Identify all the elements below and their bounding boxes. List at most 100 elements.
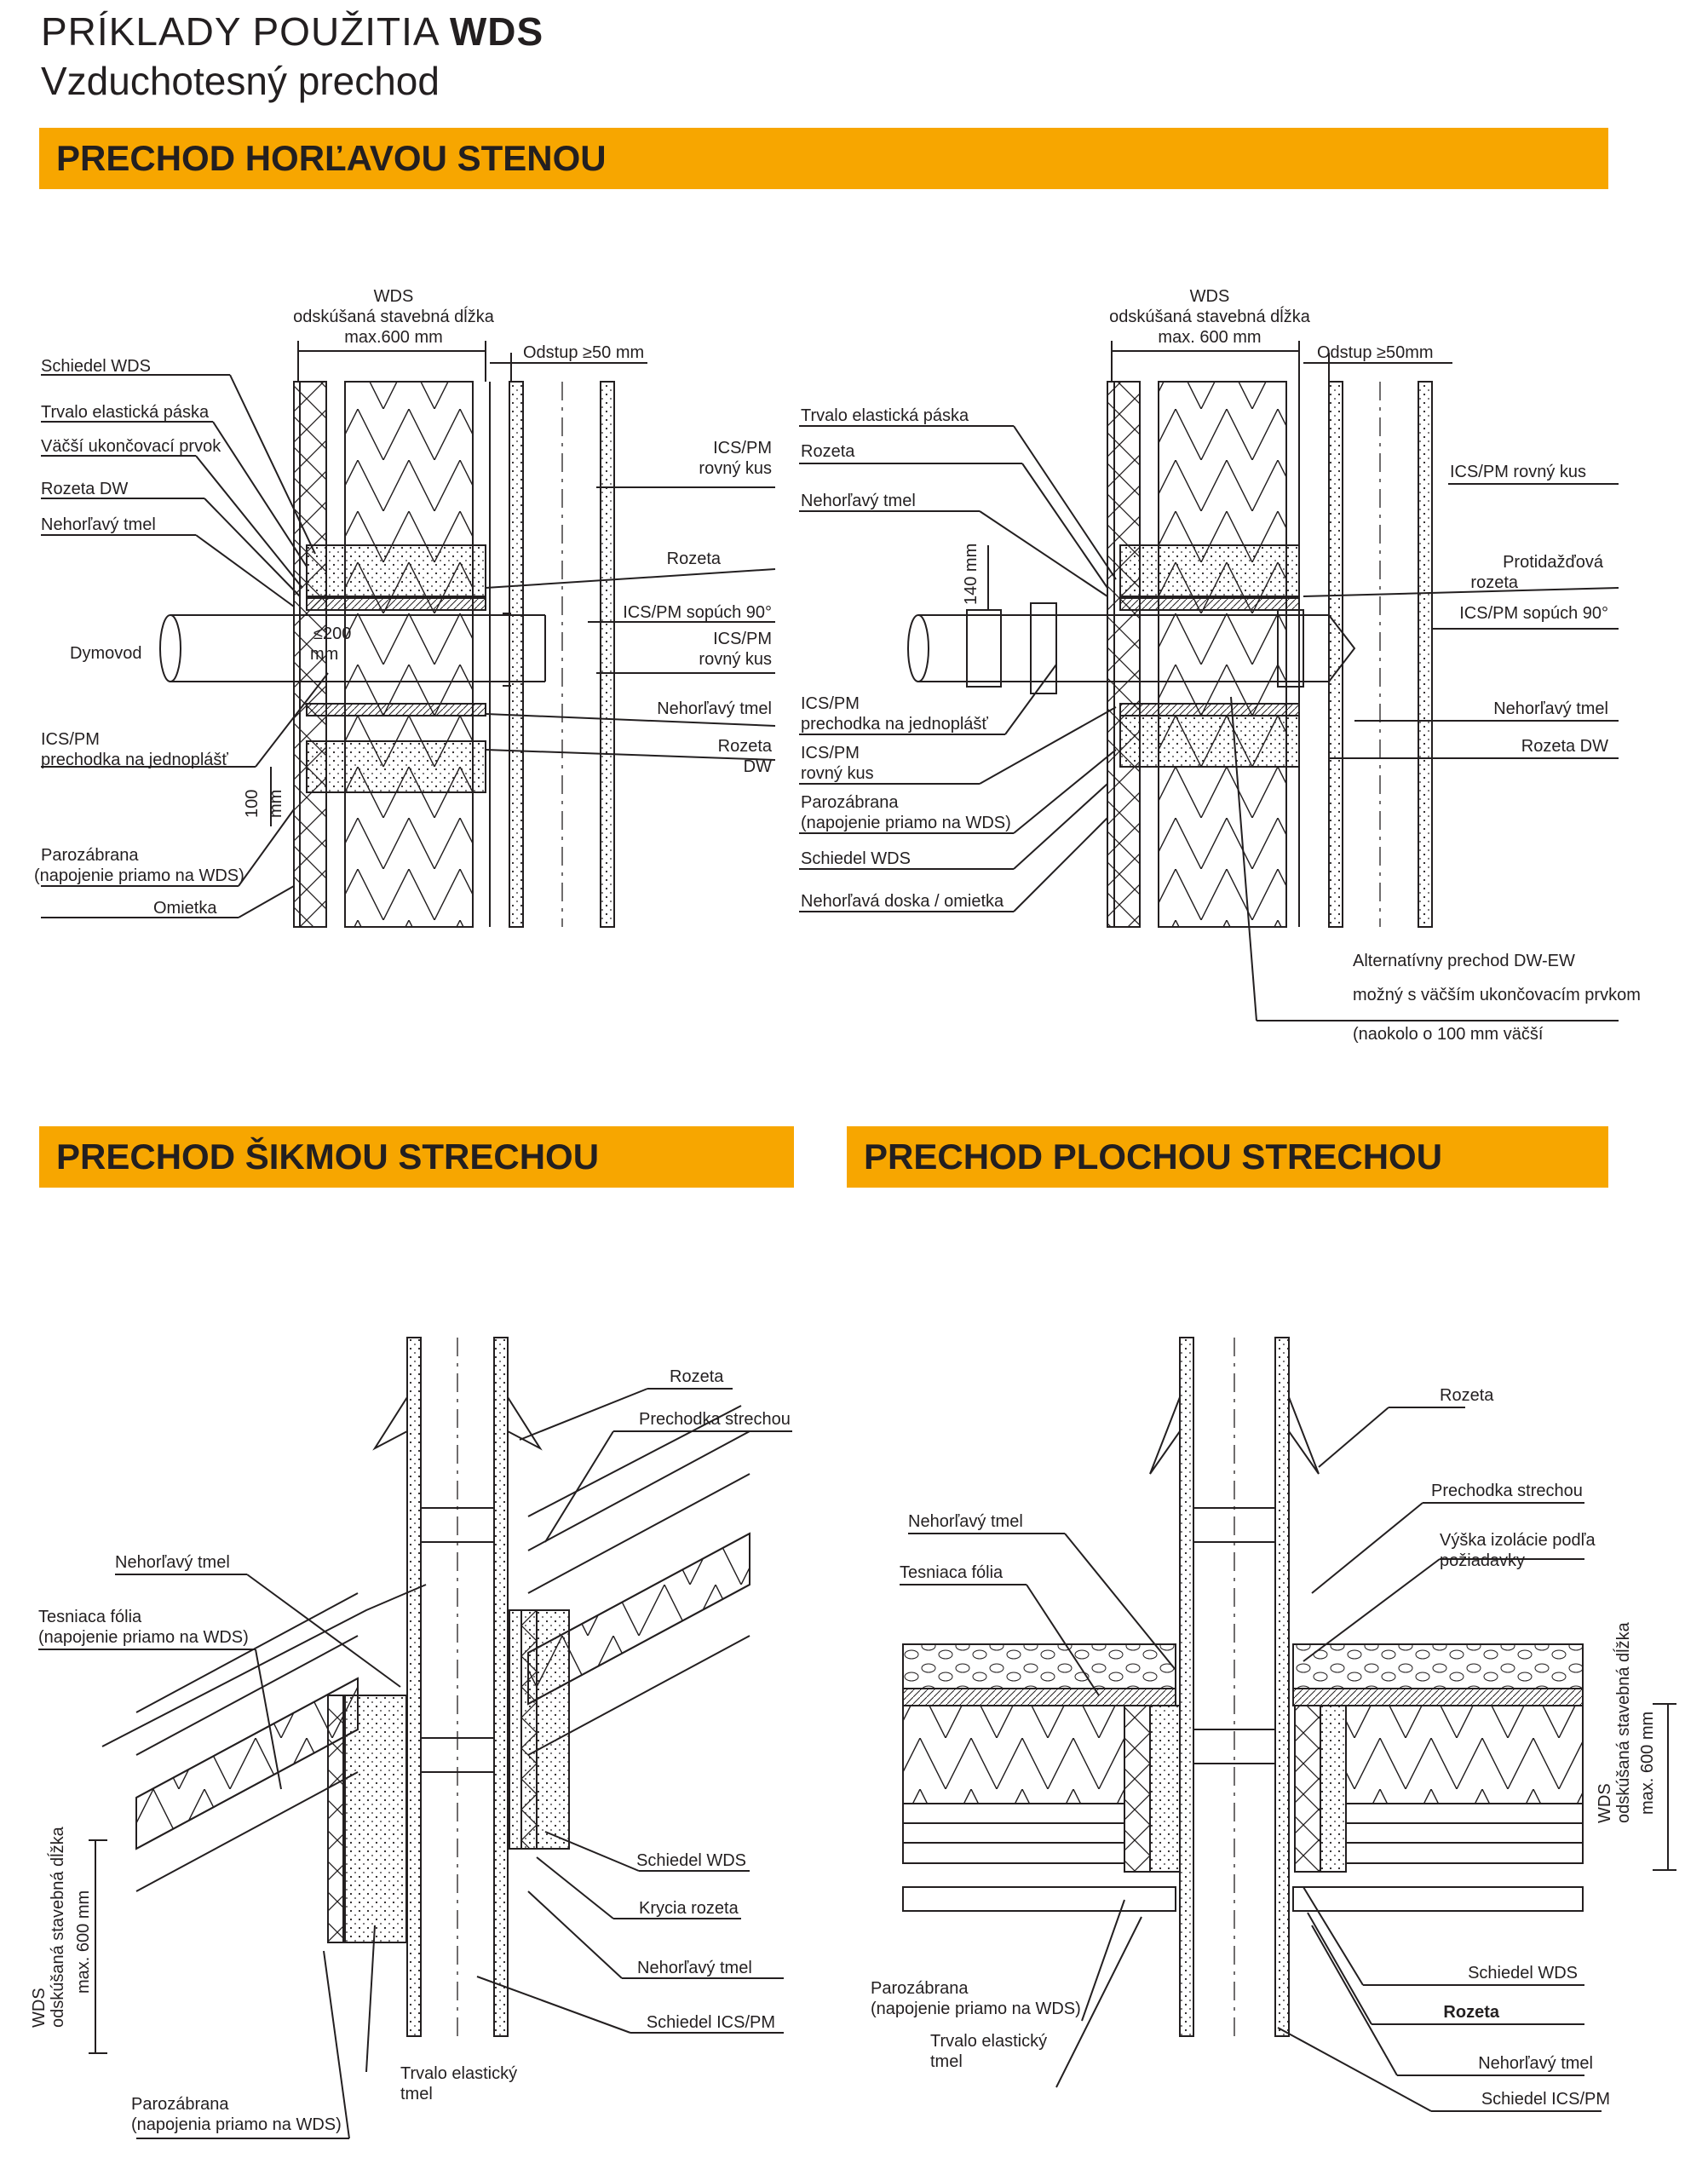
d4-label-trvalo: Trvalo elastický — [930, 2032, 1047, 2051]
d4-label-rozeta-2: Rozeta — [1443, 2003, 1499, 2022]
d3-label-prechodka: Prechodka strechou — [639, 1410, 791, 1429]
d1-label-rozeta-dw-2: Rozeta — [718, 737, 773, 756]
d1-label-rovny2: ICS/PM — [713, 630, 772, 648]
d2-label-odstup: Odstup ≥50mm — [1317, 343, 1434, 362]
d3-label-rozeta: Rozeta — [670, 1367, 724, 1386]
page-subtitle: Vzduchotesný prechod — [41, 59, 440, 103]
d3-label-wds-length: odskúšaná stavebná dĺžka — [47, 1826, 67, 2028]
d3-label-trvalo-2: tmel — [400, 2085, 433, 2103]
d4-label-schiedel-wds: Schiedel WDS — [1468, 1964, 1578, 1982]
d2-label-wds-length: odskúšaná stavebná dĺžka — [1109, 306, 1311, 326]
d2-label-alt-3: (naokolo o 100 mm väčší — [1353, 1025, 1544, 1044]
d2-label-parozabrana: Parozábrana — [801, 793, 899, 812]
d1-label-sopuch: ICS/PM sopúch 90° — [623, 603, 772, 622]
d4-label-wds: WDS — [1596, 1783, 1614, 1823]
diagram-wall-left — [41, 341, 776, 928]
d2-label-parozabrana-2: (napojenie priamo na WDS) — [801, 814, 1011, 832]
d1-label-rozeta-dw-2b: DW — [744, 757, 772, 776]
d2-label-rovny-2: rovný kus — [801, 764, 874, 783]
diagram-flat-roof-labels: Rozeta Prechodka strechou Nehorľavý tmel… — [871, 1386, 1657, 2109]
title-prefix: PRÍKLADY POUŽITIA — [41, 9, 439, 54]
d2-label-tmel-2: Nehorľavý tmel — [1493, 699, 1608, 718]
d4-label-rozeta: Rozeta — [1440, 1386, 1494, 1405]
d2-label-tmel: Nehorľavý tmel — [801, 492, 916, 510]
d3-label-wds: WDS — [30, 1988, 49, 2028]
d4-label-prechodka: Prechodka strechou — [1431, 1482, 1583, 1500]
d3-label-tesniaca: Tesniaca fólia — [38, 1608, 142, 1626]
d4-label-tmel-2: Nehorľavý tmel — [1478, 2054, 1593, 2073]
d2-label-schiedel-wds: Schiedel WDS — [801, 849, 911, 868]
section-band-wall: PRECHOD HORĽAVOU STENOU — [39, 128, 1608, 189]
d4-label-tmel: Nehorľavý tmel — [908, 1512, 1023, 1531]
diagram-wall-right — [799, 341, 1619, 1021]
d1-label-tmel: Nehorľavý tmel — [41, 515, 156, 534]
d3-label-parozabrana-2: (napojenia priamo na WDS) — [131, 2115, 342, 2134]
d2-label-ics-rovny: ICS/PM rovný kus — [1450, 463, 1586, 481]
d4-label-schiedel-ics: Schiedel ICS/PM — [1481, 2090, 1610, 2109]
d1-label-omietka: Omietka — [153, 899, 217, 918]
section-band-pitched: PRECHOD ŠIKMOU STRECHOU — [39, 1126, 794, 1188]
d4-label-parozabrana: Parozábrana — [871, 1979, 969, 1998]
d2-label-prechodka-2: prechodka na jednoplášť — [801, 715, 988, 734]
d1-label-parozabrana: Parozábrana — [41, 846, 139, 865]
d2-label-prechodka: ICS/PM — [801, 694, 860, 713]
section-title-pitched: PRECHOD ŠIKMOU STRECHOU — [56, 1137, 600, 1177]
d1-label-rovny: ICS/PM — [713, 439, 772, 457]
title-bold: WDS — [449, 9, 544, 54]
page-title: PRÍKLADY POUŽITIA WDS — [41, 9, 543, 55]
d1-label-dymovod: Dymovod — [70, 644, 141, 663]
d1-label-prechodka: ICS/PM — [41, 730, 100, 749]
d1-label-dim200: ≤200 — [313, 624, 351, 643]
d3-label-schiedel-ics: Schiedel ICS/PM — [647, 2013, 775, 2032]
d1-label-parozabrana-2: (napojenie priamo na WDS) — [34, 866, 244, 885]
d1-label-tmel-2: Nehorľavý tmel — [657, 699, 772, 718]
d2-label-rozeta: Rozeta — [801, 442, 855, 461]
d4-label-trvalo-2: tmel — [930, 2052, 963, 2071]
d1-label-paska: Trvalo elastická páska — [41, 403, 210, 422]
d2-label-protidazd-2: rozeta — [1470, 573, 1518, 592]
d3-label-tmel: Nehorľavý tmel — [115, 1553, 230, 1572]
d3-label-krycia: Krycia rozeta — [639, 1899, 739, 1918]
d4-label-vyska: Výška izolácie podľa — [1440, 1531, 1596, 1550]
d1-label-rozeta: Rozeta — [667, 550, 722, 568]
d4-label-tesniaca: Tesniaca fólia — [900, 1563, 1004, 1582]
d1-label-prechodka-2: prechodka na jednoplášť — [41, 751, 228, 769]
d1-label-wds: WDS — [374, 287, 414, 306]
d4-label-vyska-2: požiadavky — [1440, 1551, 1525, 1570]
d3-label-wds-max: max. 600 mm — [74, 1890, 93, 1994]
d1-label-wds-length: odskúšaná stavebná dĺžka — [293, 306, 495, 326]
d3-label-tesniaca-2: (napojenie priamo na WDS) — [38, 1628, 249, 1647]
d4-label-wds-length: odskúšaná stavebná dĺžka — [1613, 1621, 1633, 1823]
d1-label-rozeta-dw: Rozeta DW — [41, 480, 128, 498]
d2-label-wds-max: max. 600 mm — [1158, 328, 1261, 347]
d1-label-schiedel-wds: Schiedel WDS — [41, 357, 151, 376]
diagram-pitched-roof-labels: Rozeta Prechodka strechou Nehorľavý tmel… — [30, 1367, 791, 2134]
section-title-wall: PRECHOD HORĽAVOU STENOU — [56, 138, 607, 178]
d4-label-parozabrana-2: (napojenie priamo na WDS) — [871, 2000, 1081, 2018]
section-band-flat: PRECHOD PLOCHOU STRECHOU — [847, 1126, 1608, 1188]
d2-label-rovny: ICS/PM — [801, 744, 860, 762]
d2-label-alt-2: možný s väčším ukončovacím prvkom — [1353, 986, 1641, 1004]
d2-label-rozeta-dw: Rozeta DW — [1521, 737, 1608, 756]
d1-label-wds-max: max.600 mm — [344, 328, 443, 347]
section-title-flat: PRECHOD PLOCHOU STRECHOU — [864, 1137, 1443, 1177]
d4-label-wds-max: max. 600 mm — [1638, 1712, 1657, 1815]
d1-label-dim100: 100 — [243, 790, 262, 818]
d2-label-alt: Alternatívny prechod DW-EW — [1353, 952, 1575, 970]
d1-label-rovny-2: rovný kus — [699, 459, 772, 478]
d1-label-odstup: Odstup ≥50 mm — [523, 343, 644, 362]
d1-label-rovny2-2: rovný kus — [699, 650, 772, 669]
d2-label-protidazd: Protidažďová — [1503, 553, 1604, 572]
d1-label-dim200-unit: mm — [310, 645, 338, 664]
d3-label-tmel-2: Nehorľavý tmel — [637, 1959, 752, 1977]
d2-label-dim140: 140 mm — [962, 544, 981, 605]
d1-label-dim100-unit: mm — [267, 790, 285, 818]
d2-label-sopuch: ICS/PM sopúch 90° — [1459, 604, 1608, 623]
d2-label-wds: WDS — [1190, 287, 1230, 306]
d2-label-doska: Nehorľavá doska / omietka — [801, 892, 1004, 911]
diagram-wall-right-labels: WDS odskúšaná stavebná dĺžka max. 600 mm… — [801, 287, 1641, 1044]
d3-label-schiedel-wds: Schiedel WDS — [636, 1851, 746, 1870]
d3-label-trvalo: Trvalo elastický — [400, 2064, 517, 2083]
d3-label-parozabrana: Parozábrana — [131, 2095, 229, 2114]
